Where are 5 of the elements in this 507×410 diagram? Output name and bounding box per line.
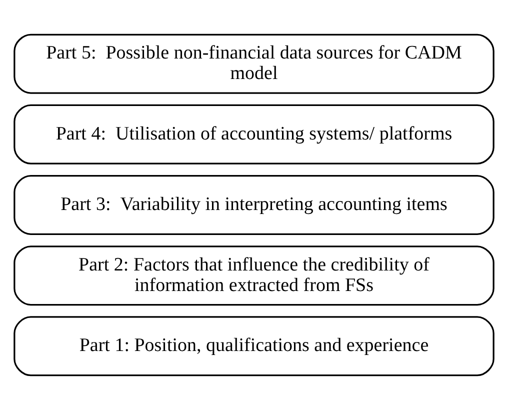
node-box: Part 1: Position, qualifications and experience [13, 316, 494, 376]
node-box: Part 5: Possible non-financial data sources for CADM model [13, 34, 494, 94]
node-box: Part 3: Variability in interpreting accounting items [13, 175, 494, 235]
node-box: Part 4: Utilisation of accounting systems/ platforms [13, 104, 494, 164]
node-box: Part 2: Factors that influence the credibility of information extracted from FSs [13, 246, 494, 306]
